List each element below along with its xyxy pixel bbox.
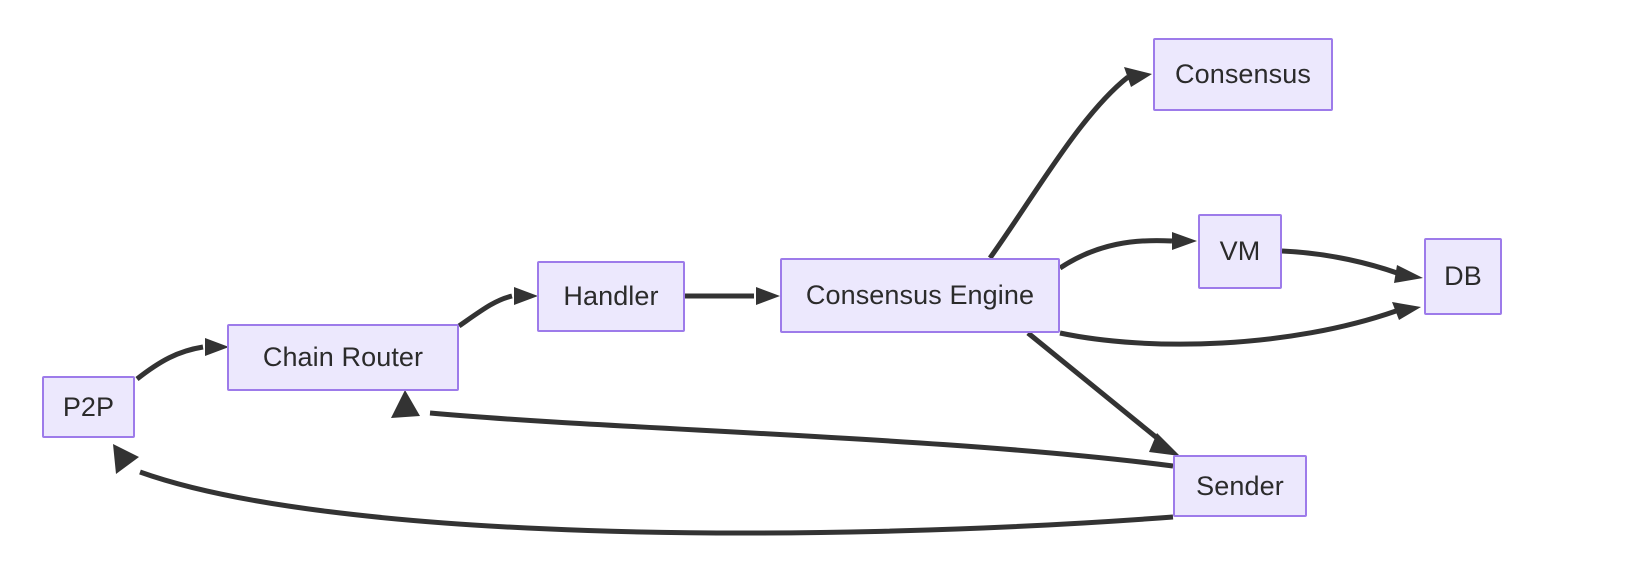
- node-chain-router[interactable]: Chain Router: [227, 324, 459, 391]
- arrowhead-icon: [113, 444, 139, 474]
- node-consensus[interactable]: Consensus: [1153, 38, 1333, 111]
- edge-consensus-engine-to-vm: [1058, 232, 1197, 271]
- arrowhead-icon: [1124, 67, 1152, 87]
- node-label-consensus-engine: Consensus Engine: [805, 280, 1035, 310]
- edge-chain-router-to-handler: [457, 287, 538, 329]
- node-handler[interactable]: Handler: [537, 261, 685, 332]
- node-label-db: DB: [1444, 261, 1482, 291]
- edge-handler-to-consensus-engine: [685, 287, 780, 305]
- edge-vm-to-db: [1281, 248, 1423, 283]
- node-label-p2p: P2P: [62, 391, 115, 422]
- arrowhead-icon: [205, 338, 229, 356]
- edge-p2p-to-chain-router: [135, 338, 229, 381]
- node-consensus-engine[interactable]: Consensus Engine: [780, 258, 1060, 333]
- node-sender[interactable]: Sender: [1173, 455, 1307, 517]
- node-label-consensus: Consensus: [1175, 59, 1311, 89]
- node-p2p[interactable]: P2P: [42, 376, 135, 438]
- edge-consensus-engine-to-db: [1059, 302, 1421, 347]
- arrowhead-icon: [514, 287, 538, 305]
- node-label-handler: Handler: [563, 281, 659, 311]
- node-label-sender: Sender: [1196, 470, 1284, 501]
- arrowhead-icon: [1394, 265, 1423, 283]
- arrowhead-icon: [391, 390, 420, 418]
- edge-consensus-engine-to-sender: [1026, 331, 1180, 456]
- edge-consensus-engine-to-consensus: [987, 67, 1152, 260]
- arrowhead-icon: [1172, 232, 1197, 250]
- node-vm[interactable]: VM: [1198, 214, 1282, 289]
- edge-sender-to-chain-router: [391, 390, 1174, 469]
- node-label-chain-router: Chain Router: [262, 342, 424, 372]
- edge-sender-to-p2p: [113, 444, 1174, 536]
- arrowhead-icon: [1392, 302, 1421, 320]
- arrowhead-icon: [1149, 433, 1180, 456]
- arrowhead-icon: [756, 287, 780, 305]
- node-db[interactable]: DB: [1424, 238, 1502, 315]
- node-label-vm: VM: [1219, 236, 1261, 266]
